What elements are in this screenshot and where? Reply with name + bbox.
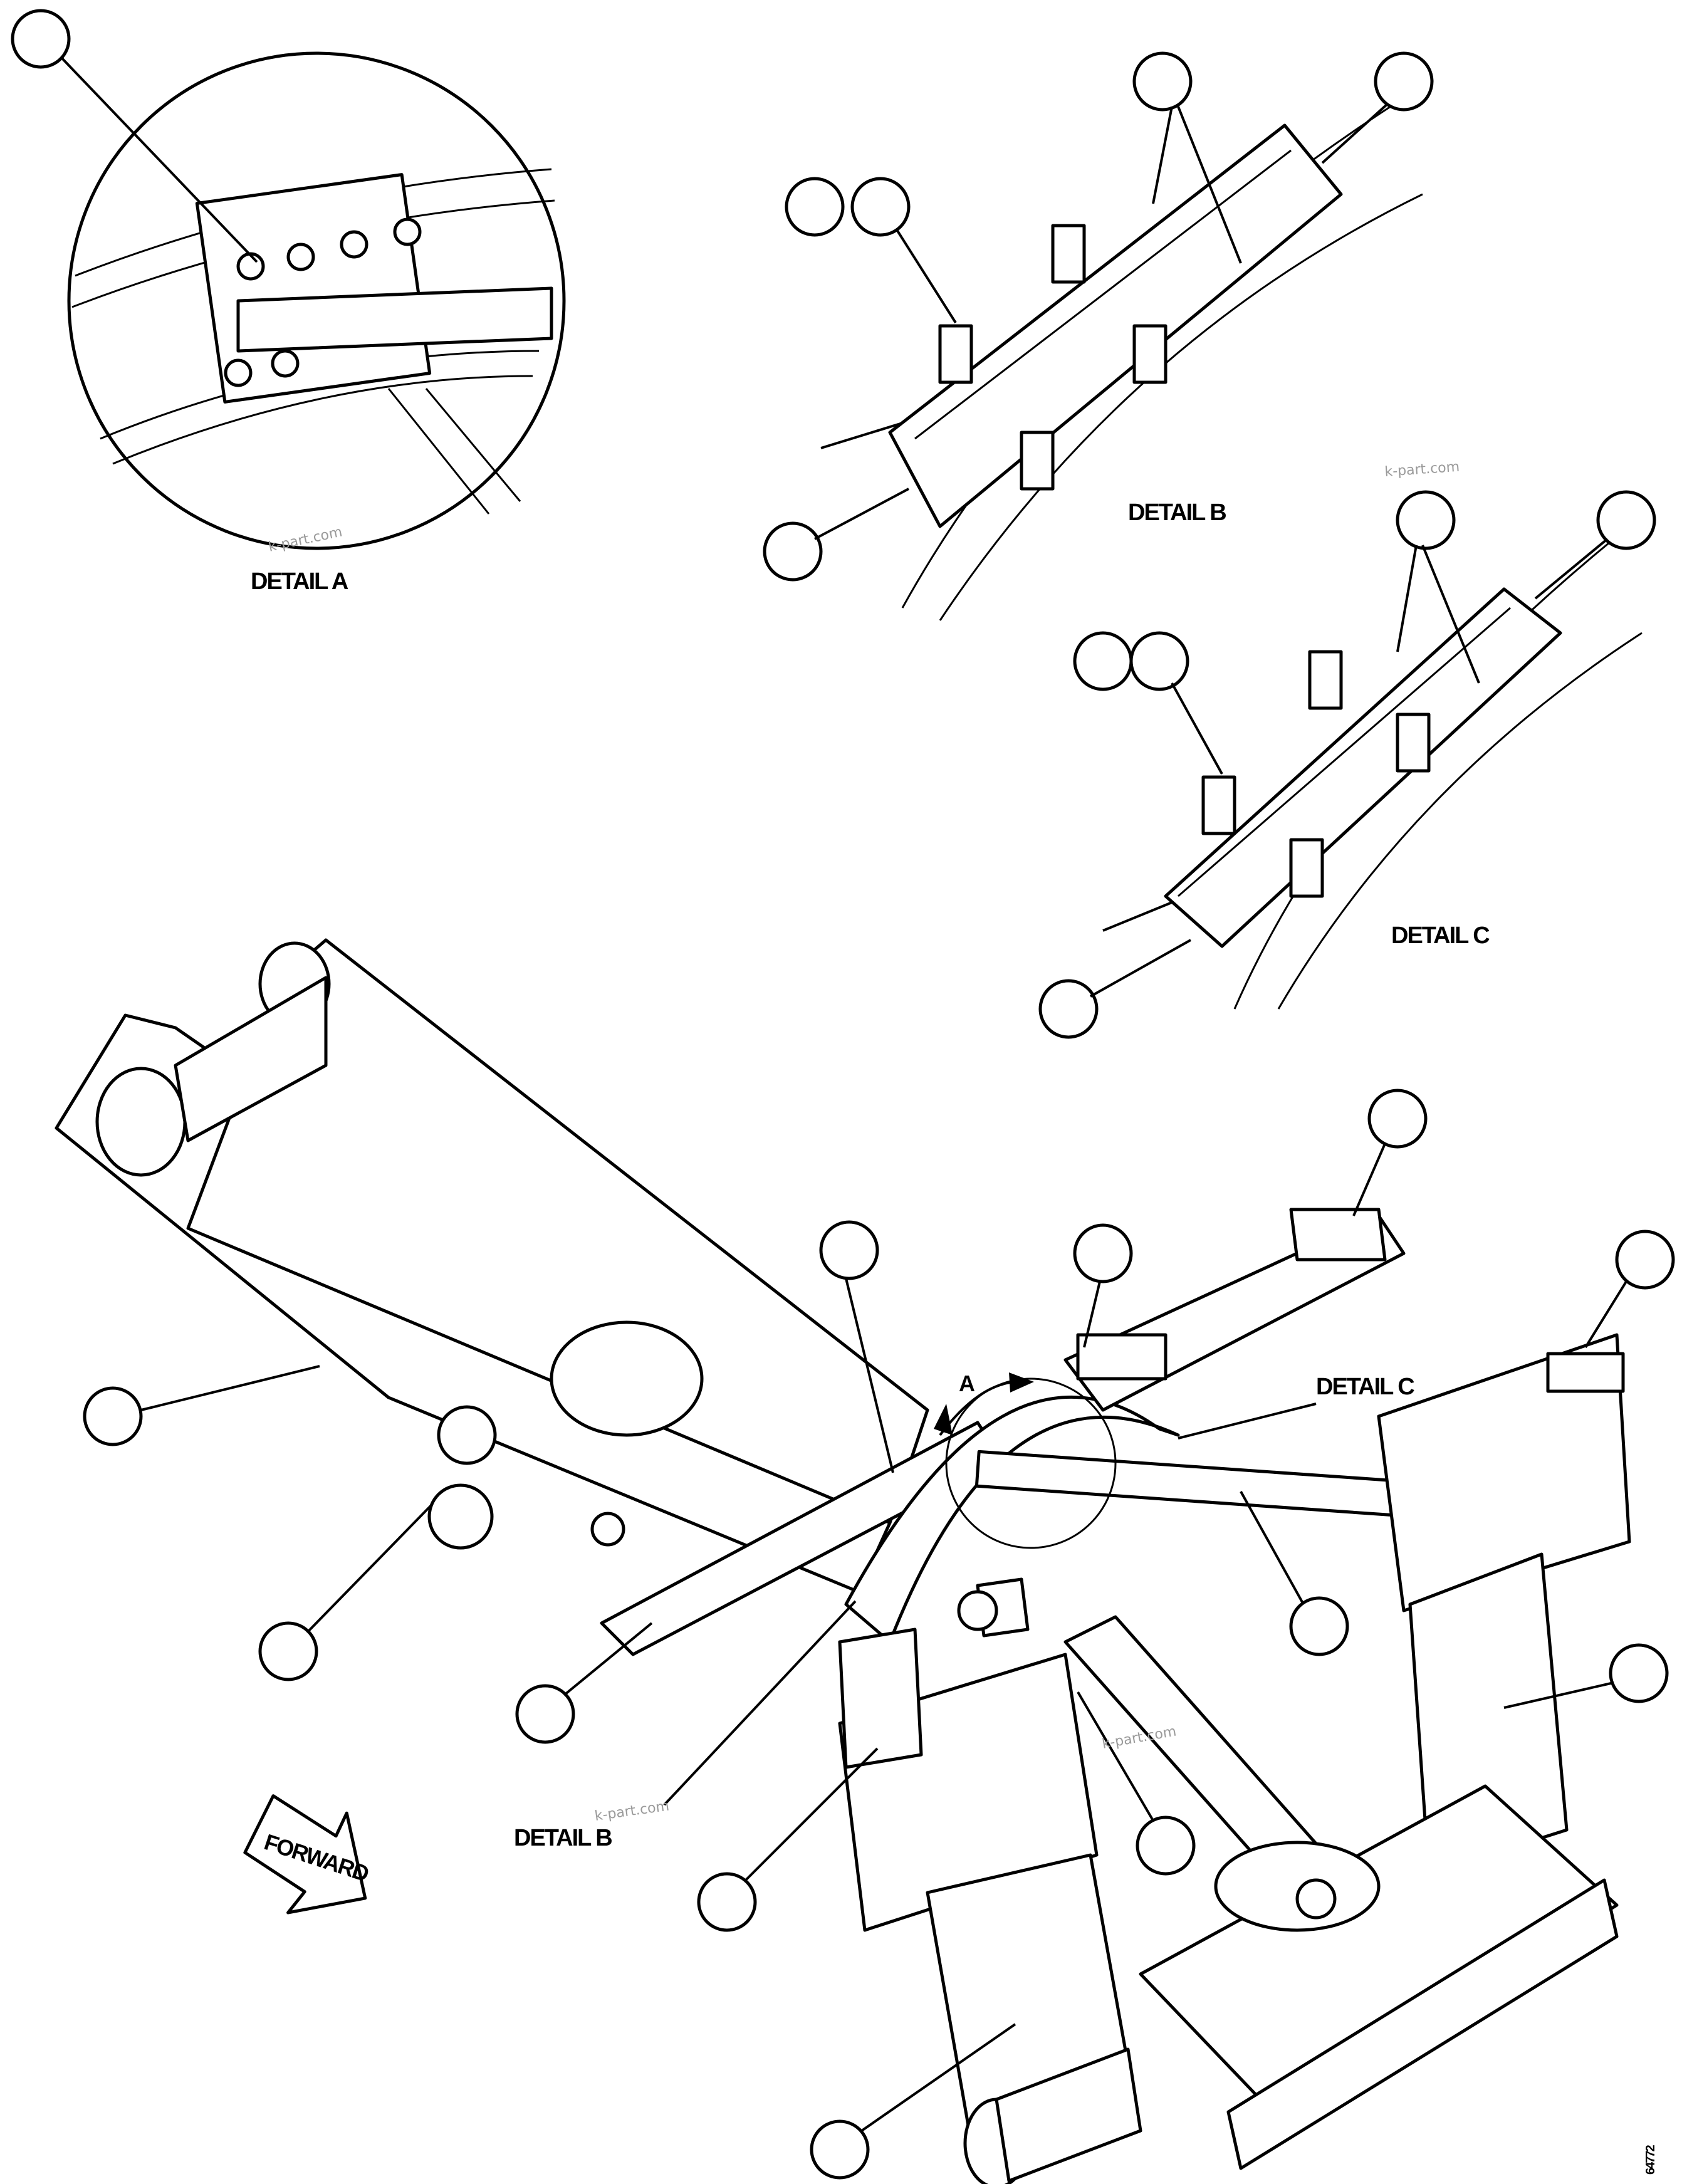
cross-beam xyxy=(974,1450,1443,1520)
detail-b-clamps xyxy=(938,224,1167,491)
detail-c-view: DETAIL C xyxy=(1038,490,1656,1039)
base-beam xyxy=(1226,1878,1619,2170)
detail-a-crossbeam xyxy=(236,286,553,353)
detail-a-label: DETAIL A xyxy=(251,568,348,595)
detail-c-label-top: DETAIL C xyxy=(1391,922,1490,949)
right-lower-panel xyxy=(1408,1552,1569,1876)
boom-pivot-pin xyxy=(427,1483,494,1550)
figure-number: 64772 xyxy=(1644,2145,1658,2175)
boom-cross-tube-mid xyxy=(550,1320,704,1437)
detail-c-label-main: DETAIL C xyxy=(1316,1374,1414,1400)
mounting-pad xyxy=(1289,1208,1387,1262)
detail-b-view: DETAIL B k-part.com xyxy=(763,51,1460,621)
detail-c-plate xyxy=(1164,587,1562,948)
boom-pivot-bore xyxy=(95,1067,187,1177)
watermark: k-part.com xyxy=(1384,459,1460,480)
detail-b-label-main: DETAIL B xyxy=(514,1825,612,1851)
pivot-boss xyxy=(957,1590,998,1631)
mounting-pad xyxy=(1076,1333,1167,1381)
main-frame-assembly: A DETAIL C DETAIL B k-part.c xyxy=(55,938,1675,2184)
detail-b-label-top: DETAIL B xyxy=(1128,499,1226,526)
view-a-label: A xyxy=(959,1371,975,1396)
detail-a-bolts xyxy=(224,217,422,387)
callout xyxy=(11,9,71,69)
detail-a-indicator-circle xyxy=(945,1377,1117,1549)
detail-b-plate xyxy=(888,123,1343,528)
detail-c-clamps xyxy=(1201,650,1431,898)
rear-axle-tube xyxy=(1214,1841,1381,1932)
mounting-pad xyxy=(1546,1352,1625,1393)
detail-a-view: DETAIL A k-part.com xyxy=(11,9,566,595)
front-leg-base xyxy=(995,2047,1142,2183)
arch-frame xyxy=(844,1395,1180,1644)
base-tray xyxy=(1139,1784,1619,2120)
forward-indicator: FORWARD xyxy=(243,1794,372,1915)
right-side-panel xyxy=(1377,1333,1631,1612)
arrow-right-icon xyxy=(243,1794,367,1915)
left-upright xyxy=(838,1628,923,1769)
lift-pin-boss xyxy=(437,1405,497,1465)
boom-cross-tube xyxy=(174,976,328,1142)
curved-arrow-icon xyxy=(1009,1372,1034,1392)
watermark: k-part.com xyxy=(593,1799,670,1824)
